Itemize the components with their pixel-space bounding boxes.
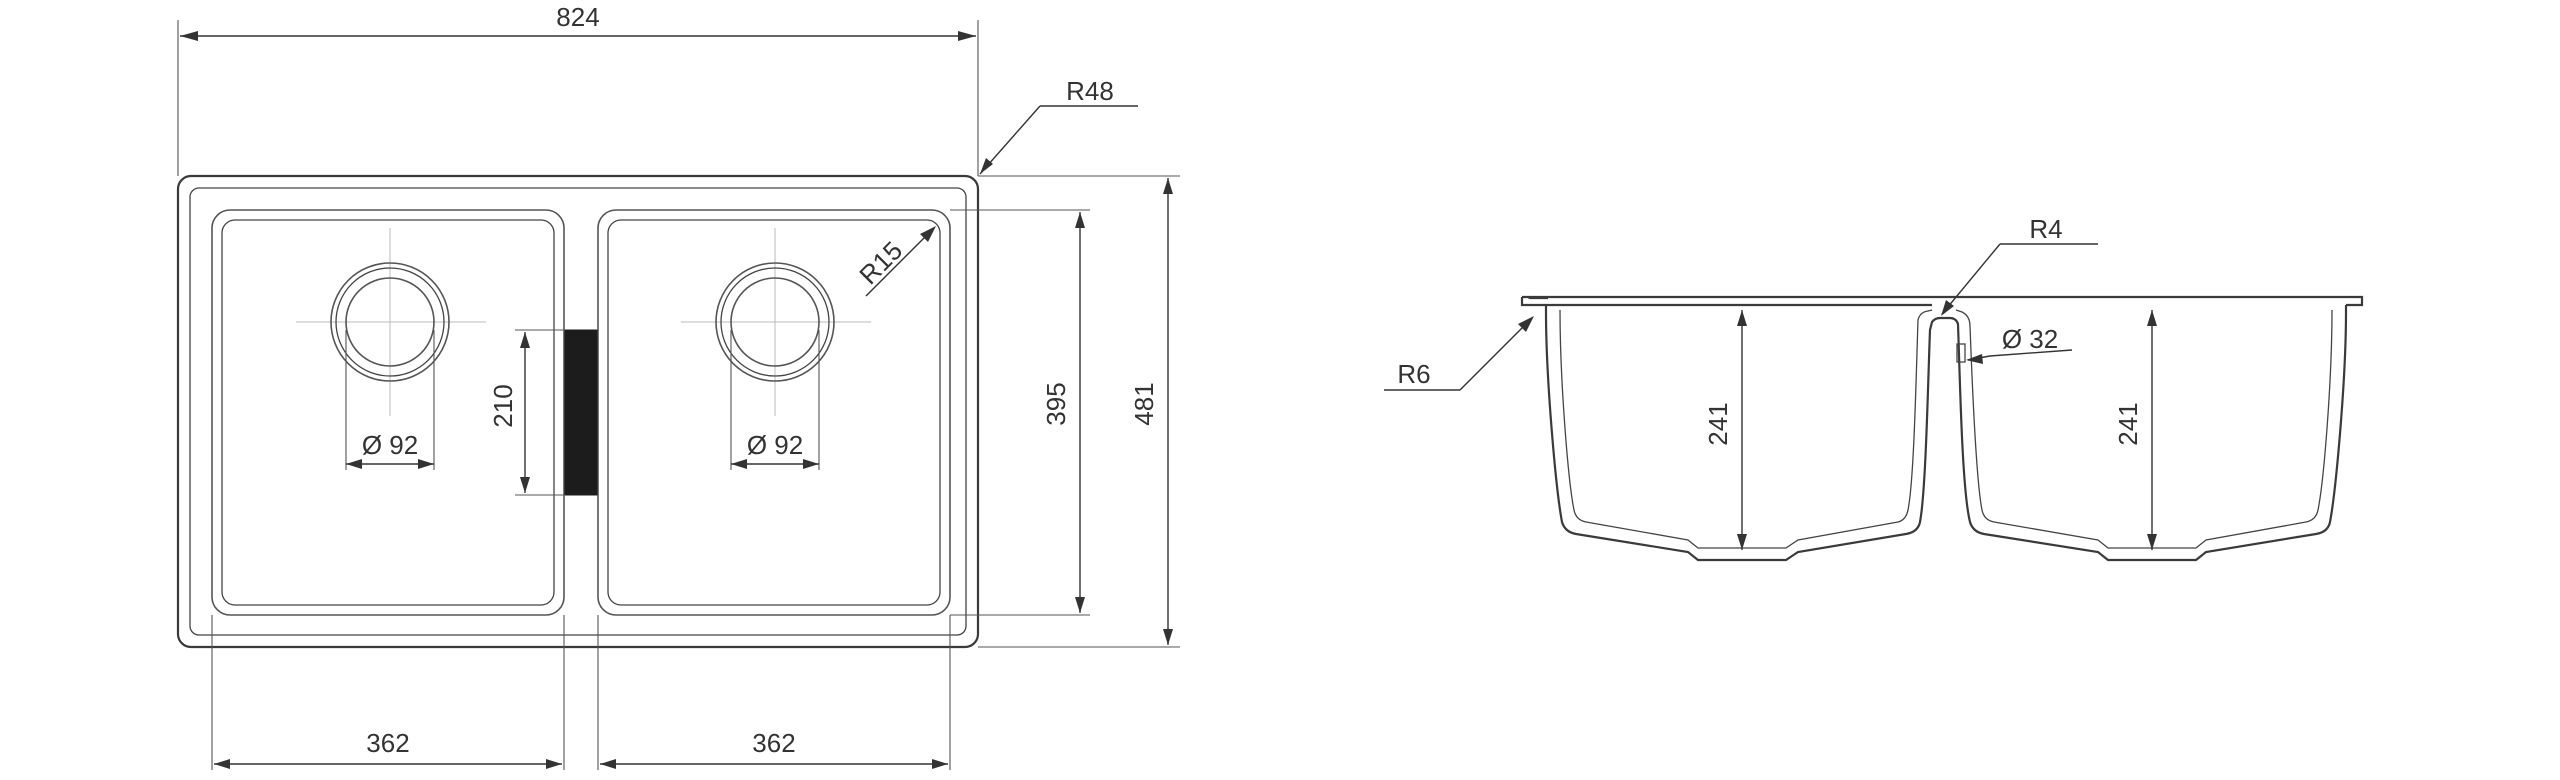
section-view: R6 R4 Ø 32 241 241: [1384, 214, 2364, 562]
dim-rim-radius: R6: [1384, 316, 1534, 391]
dim-overall-width-label: 824: [556, 2, 599, 32]
dim-right-bowl-height: 241: [2113, 310, 2157, 550]
dim-left-bowl-width-label: 362: [366, 728, 409, 758]
dim-bowl-depth: 395: [950, 209, 1090, 616]
dim-divider-height-label: 210: [488, 384, 518, 427]
left-bowl: [211, 209, 565, 616]
left-drain-inner: [345, 277, 435, 367]
dim-overall-width: 824: [177, 2, 979, 176]
right-drain-inner: [730, 277, 820, 367]
dim-left-drain-label: Ø 92: [362, 430, 418, 460]
section-rim: [1520, 295, 1548, 307]
left-drain-outer: [330, 262, 450, 382]
dim-left-bowl-height: 241: [1703, 310, 1747, 550]
dim-left-bowl-height-label: 241: [1703, 402, 1733, 445]
dim-right-drain-label: Ø 92: [747, 430, 803, 460]
sink-outer-outline-inner: [189, 187, 967, 636]
right-drain-mid: [720, 267, 830, 377]
sink-outer-outline: [176, 174, 980, 649]
dim-overall-depth-label: 481: [1129, 382, 1159, 425]
dim-right-bowl-height-label: 241: [2113, 402, 2143, 445]
section-rim-top: [1528, 295, 2364, 307]
dim-divider-height: 210: [488, 329, 565, 496]
dim-bowl-radius-label: R15: [853, 235, 908, 290]
left-drain-mid: [335, 267, 445, 377]
dim-right-bowl-width-label: 362: [752, 728, 795, 758]
dim-left-bowl-width: 362: [211, 615, 565, 770]
divider-block: [564, 329, 598, 496]
dim-corner-radius-label: R48: [1066, 76, 1114, 106]
top-view: 824 R48 R15 Ø 92: [176, 2, 1180, 770]
dim-right-bowl-width: 362: [597, 615, 951, 770]
dim-overall-depth: 481: [978, 175, 1180, 648]
dim-rim-radius-label: R6: [1397, 359, 1430, 389]
section-right-bowl-inner: [1955, 309, 2333, 549]
right-drain-outer: [715, 262, 835, 382]
dim-bowl-radius: R15: [853, 226, 936, 297]
dim-corner-radius: R48: [979, 76, 1138, 175]
section-left-bowl-outer: [1544, 305, 2348, 562]
right-bowl-inner: [607, 219, 941, 606]
dim-overflow-diameter: Ø 32: [1966, 324, 2073, 364]
dim-divider-radius: R4: [1941, 214, 2098, 316]
section-left-bowl-inner: [1559, 309, 1933, 549]
dim-right-drain: Ø 92: [730, 330, 820, 470]
right-bowl: [597, 209, 951, 616]
dim-left-drain: Ø 92: [345, 330, 435, 470]
dim-overflow-diameter-label: Ø 32: [2002, 324, 2058, 354]
dim-bowl-depth-label: 395: [1041, 382, 1071, 425]
dim-divider-radius-label: R4: [2029, 214, 2062, 244]
section-overflow-hole: [1956, 343, 1966, 363]
left-bowl-inner: [221, 219, 555, 606]
